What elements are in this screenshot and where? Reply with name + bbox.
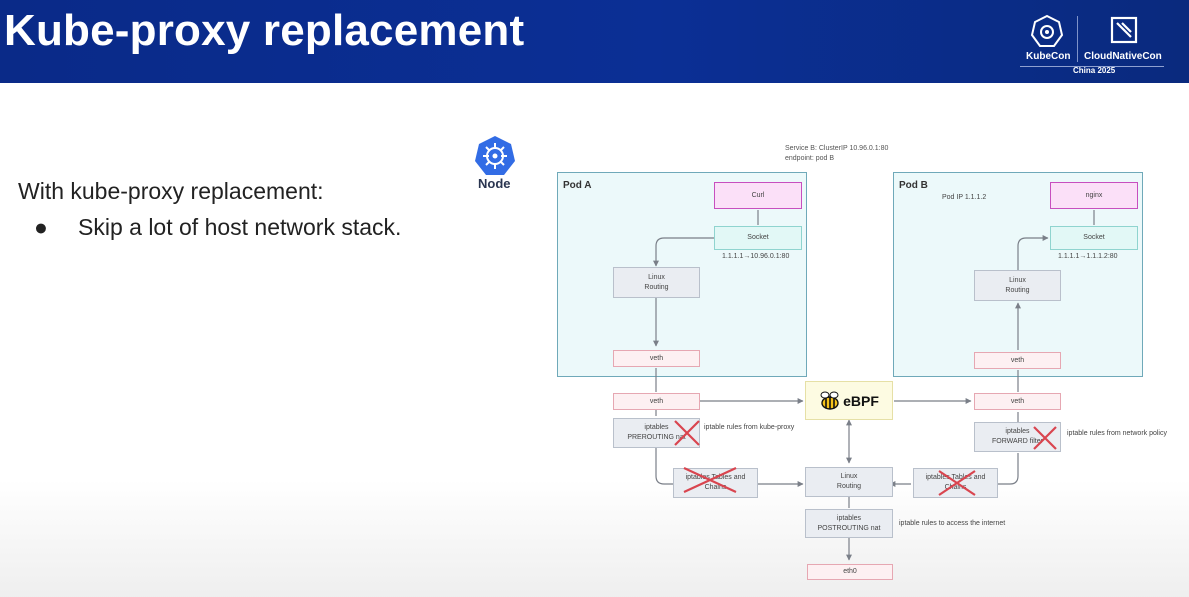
host-veth-left-box: veth [613,393,700,410]
cross-mark-prerouting-icon [674,420,700,446]
host-routing-line1: Linux [840,473,858,480]
tables-right-line1: iptables Tables and [925,474,986,481]
host-veth-right-box: veth [974,393,1061,410]
ebpf-box: eBPF [805,381,893,420]
logo-divider [1077,16,1078,62]
logo-underline [1020,66,1164,67]
pod-a-veth-box: veth [613,350,700,367]
cloudnativecon-label: CloudNativeCon [1084,51,1162,62]
pod-b-routing-line1: Linux [1009,276,1026,284]
pod-a-socket-box: Socket [714,226,802,250]
service-line-1: Service B: ClusterIP 10.96.0.1:80 [785,145,889,152]
ebpf-label: eBPF [843,392,879,409]
prerouting-line1: iptables [644,424,669,431]
pod-a-routing-line1: Linux [648,273,665,281]
pod-a-routing-box: Linux Routing [613,267,700,298]
pod-a-label: Pod A [563,180,592,191]
forward-note: iptable rules from network policy [1067,430,1167,437]
service-description: Service B: ClusterIP 10.96.0.1:80 endpoi… [785,144,888,164]
tables-right-line2: Chains [944,484,967,491]
kubecon-label: KubeCon [1026,51,1071,62]
postrouting-line1: iptables [836,514,862,522]
service-line-2: endpoint: pod B [785,155,835,162]
cross-mark-tables-left-icon [683,467,737,493]
pod-b-label: Pod B [899,180,928,191]
prerouting-note: iptable rules from kube-proxy [704,424,795,431]
pod-b-socket-caption: 1.1.1.1→1.1.1.2:80 [1058,253,1118,260]
bullet-marker: ● [34,214,48,240]
intro-text: With kube-proxy replacement: [18,178,324,204]
iptables-postrouting-box: iptables POSTROUTING nat [805,509,893,538]
node-label: Node [478,176,511,191]
host-routing-box: Linux Routing [805,467,893,497]
forward-line1: iptables [1005,428,1030,435]
slide-bottom-shade [0,480,1189,597]
eth0-box: eth0 [807,564,893,580]
prerouting-line2: PREROUTING nat [627,434,686,441]
cross-mark-tables-right-icon [938,470,976,496]
pod-b-routing-line2: Routing [1005,286,1030,294]
curl-box: Curl [714,182,802,209]
pod-b-routing-box: Linux Routing [974,270,1061,301]
cross-mark-forward-icon [1033,426,1057,450]
host-routing-line2: Routing [836,483,862,490]
slide-title: Kube-proxy replacement [4,6,525,55]
pod-a-socket-caption: 1.1.1.1→10.96.0.1:80 [722,253,790,260]
slide-header: Kube-proxy replacement KubeCon CloudNati… [0,0,1189,83]
postrouting-line2: POSTROUTING nat [817,524,881,532]
pod-a-routing-line2: Routing [644,283,669,291]
kubecon-logo-icon [1030,14,1064,47]
bullet-text: Skip a lot of host network stack. [78,214,402,240]
tables-left-line2: Chains [704,484,727,491]
event-edition: China 2025 [1073,66,1116,75]
kubernetes-icon [475,136,515,175]
postrouting-note: iptable rules to access the internet [899,520,1006,527]
pod-b-veth-box: veth [974,352,1061,369]
ebpf-bee-icon [820,391,839,410]
pod-b-ip: Pod IP 1.1.1.2 [942,194,987,201]
cloudnativecon-logo-icon [1110,16,1138,44]
forward-line2: FORWARD filter [992,438,1043,445]
nginx-box: nginx [1050,182,1138,209]
pod-b-socket-box: Socket [1050,226,1138,250]
